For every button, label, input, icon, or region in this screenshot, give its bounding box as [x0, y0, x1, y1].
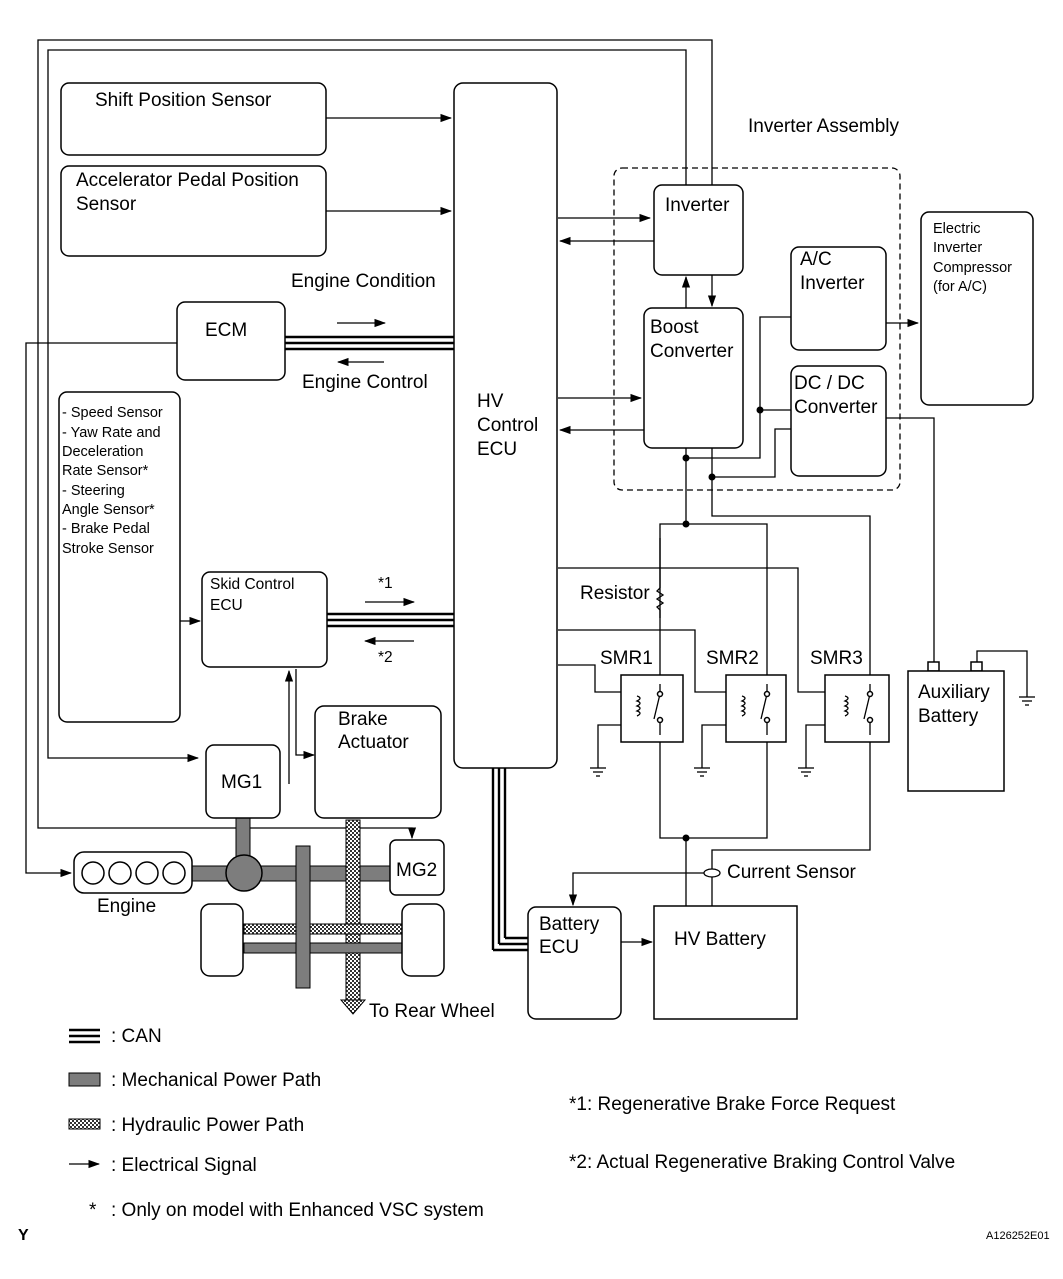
legend-electrical: : Electrical Signal	[111, 1155, 257, 1176]
ac-inverter-line-2: Inverter	[800, 273, 865, 294]
engine-block: Engine	[73, 851, 193, 917]
sensor-list-block: - Speed Sensor - Yaw Rate and Decelerati…	[58, 391, 181, 723]
sensor-list-line-5: - Steering	[62, 483, 125, 499]
footnote-1: *1: Regenerative Brake Force Request	[569, 1094, 896, 1115]
shift-position-sensor-block: Shift Position Sensor	[60, 82, 327, 156]
ac-inverter-block: A/C Inverter	[790, 246, 887, 351]
legend-hydraulic: : Hydraulic Power Path	[111, 1115, 304, 1136]
ac-inverter-line-1: A/C	[800, 249, 832, 270]
smr2-relay: SMR2	[706, 648, 787, 743]
corner-letter: Y	[18, 1227, 29, 1244]
smr1-relay: SMR1	[600, 648, 684, 743]
drivetrain	[191, 817, 445, 1015]
sensor-list-line-6: Angle Sensor*	[62, 502, 155, 518]
inverter-assembly-label: Inverter Assembly	[748, 116, 899, 137]
hv-ecu-line-3: ECU	[477, 439, 517, 460]
sensor-list-line-3: Deceleration	[62, 444, 143, 460]
battery-ecu-line-1: Battery	[539, 914, 600, 935]
footnotes: *1: Regenerative Brake Force Request *2:…	[569, 1094, 955, 1173]
compressor-line-3: Compressor	[933, 260, 1012, 276]
skid-ecu-line-2: ECU	[210, 597, 243, 614]
legend-asterisk-note: : Only on model with Enhanced VSC system	[111, 1200, 484, 1221]
inverter-label: Inverter	[665, 195, 730, 216]
legend-mechanical: : Mechanical Power Path	[111, 1070, 321, 1091]
inverter-block: Inverter	[653, 184, 744, 276]
aux-battery-line-1: Auxiliary	[918, 682, 990, 703]
smr2-label: SMR2	[706, 648, 759, 669]
hv-ecu-line-1: HV	[477, 391, 504, 412]
smr3-label: SMR3	[810, 648, 863, 669]
shift-position-sensor-label: Shift Position Sensor	[95, 90, 272, 111]
sensor-list-line-4: Rate Sensor*	[62, 463, 149, 479]
dcdc-converter-block: DC / DC Converter	[790, 365, 887, 477]
to-rear-wheel-label: To Rear Wheel	[369, 1001, 495, 1022]
auxiliary-battery-block: Auxiliary Battery	[907, 661, 1005, 792]
smr1-label: SMR1	[600, 648, 653, 669]
current-sensor-label: Current Sensor	[727, 862, 857, 883]
compressor-line-4: (for A/C)	[933, 279, 987, 295]
ecm-label: ECM	[205, 320, 247, 341]
resistor-label: Resistor	[580, 583, 650, 604]
ecm-block: ECM	[176, 301, 286, 381]
dcdc-line-1: DC / DC	[794, 373, 865, 394]
mg2-label: MG2	[396, 860, 437, 881]
accel-sensor-line-1: Accelerator Pedal Position	[76, 170, 299, 191]
legend-can: : CAN	[111, 1026, 162, 1047]
skid-ecu-line-1: Skid Control	[210, 576, 294, 593]
engine-condition-label: Engine Condition	[291, 271, 436, 292]
wheel-left	[200, 903, 244, 977]
legend: : CAN : Mechanical Power Path : Hydrauli…	[68, 1026, 484, 1221]
dcdc-line-2: Converter	[794, 397, 878, 418]
sensor-list-line-7: - Brake Pedal	[62, 521, 150, 537]
engine-label: Engine	[97, 896, 156, 917]
note1-mark: *1	[378, 575, 393, 592]
mg1-label: MG1	[221, 772, 262, 793]
current-sensor: Current Sensor	[703, 862, 857, 883]
hv-ecu-line-2: Control	[477, 415, 538, 436]
note2-mark: *2	[378, 649, 393, 666]
battery-ecu-block: Battery ECU	[527, 906, 622, 1020]
skid-control-ecu-block: Skid Control ECU	[201, 571, 328, 668]
hv-control-ecu-block: HV Control ECU	[453, 82, 558, 769]
boost-converter-block: Boost Converter	[643, 307, 744, 449]
ground-symbols	[590, 696, 1035, 777]
battery-ecu-line-2: ECU	[539, 937, 579, 958]
sensor-list-line-2: - Yaw Rate and	[62, 425, 161, 441]
mg2-block: MG2	[389, 839, 445, 896]
electric-compressor-block: Electric Inverter Compressor (for A/C)	[920, 211, 1034, 406]
resistor: Resistor	[580, 583, 665, 618]
inverter-assembly-border	[613, 167, 901, 491]
wheel-right	[401, 903, 445, 977]
aux-battery-line-2: Battery	[918, 706, 979, 727]
junction-dots	[682, 406, 764, 842]
compressor-line-2: Inverter	[933, 240, 982, 256]
brake-actuator-line-1: Brake	[338, 709, 388, 730]
wiring	[25, 39, 1028, 947]
can-buses	[285, 318, 528, 952]
smr3-relay: SMR3	[810, 648, 890, 743]
mg1-block: MG1	[205, 744, 281, 819]
sensor-list-line-1: - Speed Sensor	[62, 405, 163, 421]
accel-sensor-line-2: Sensor	[76, 194, 137, 215]
sensor-list-line-8: Stroke Sensor	[62, 541, 154, 557]
engine-control-label: Engine Control	[302, 372, 428, 393]
hv-battery-block: HV Battery	[653, 905, 798, 1020]
legend-asterisk-mark: *	[89, 1200, 97, 1221]
footnote-2: *2: Actual Regenerative Braking Control …	[569, 1152, 955, 1173]
compressor-line-1: Electric	[933, 221, 981, 237]
boost-line-1: Boost	[650, 317, 699, 338]
boost-line-2: Converter	[650, 341, 734, 362]
hv-battery-label: HV Battery	[674, 929, 766, 950]
accelerator-pedal-sensor-block: Accelerator Pedal Position Sensor	[60, 165, 327, 257]
brake-actuator-block: Brake Actuator	[314, 705, 442, 819]
brake-actuator-line-2: Actuator	[338, 732, 409, 753]
figure-code: A126252E01	[986, 1230, 1050, 1242]
